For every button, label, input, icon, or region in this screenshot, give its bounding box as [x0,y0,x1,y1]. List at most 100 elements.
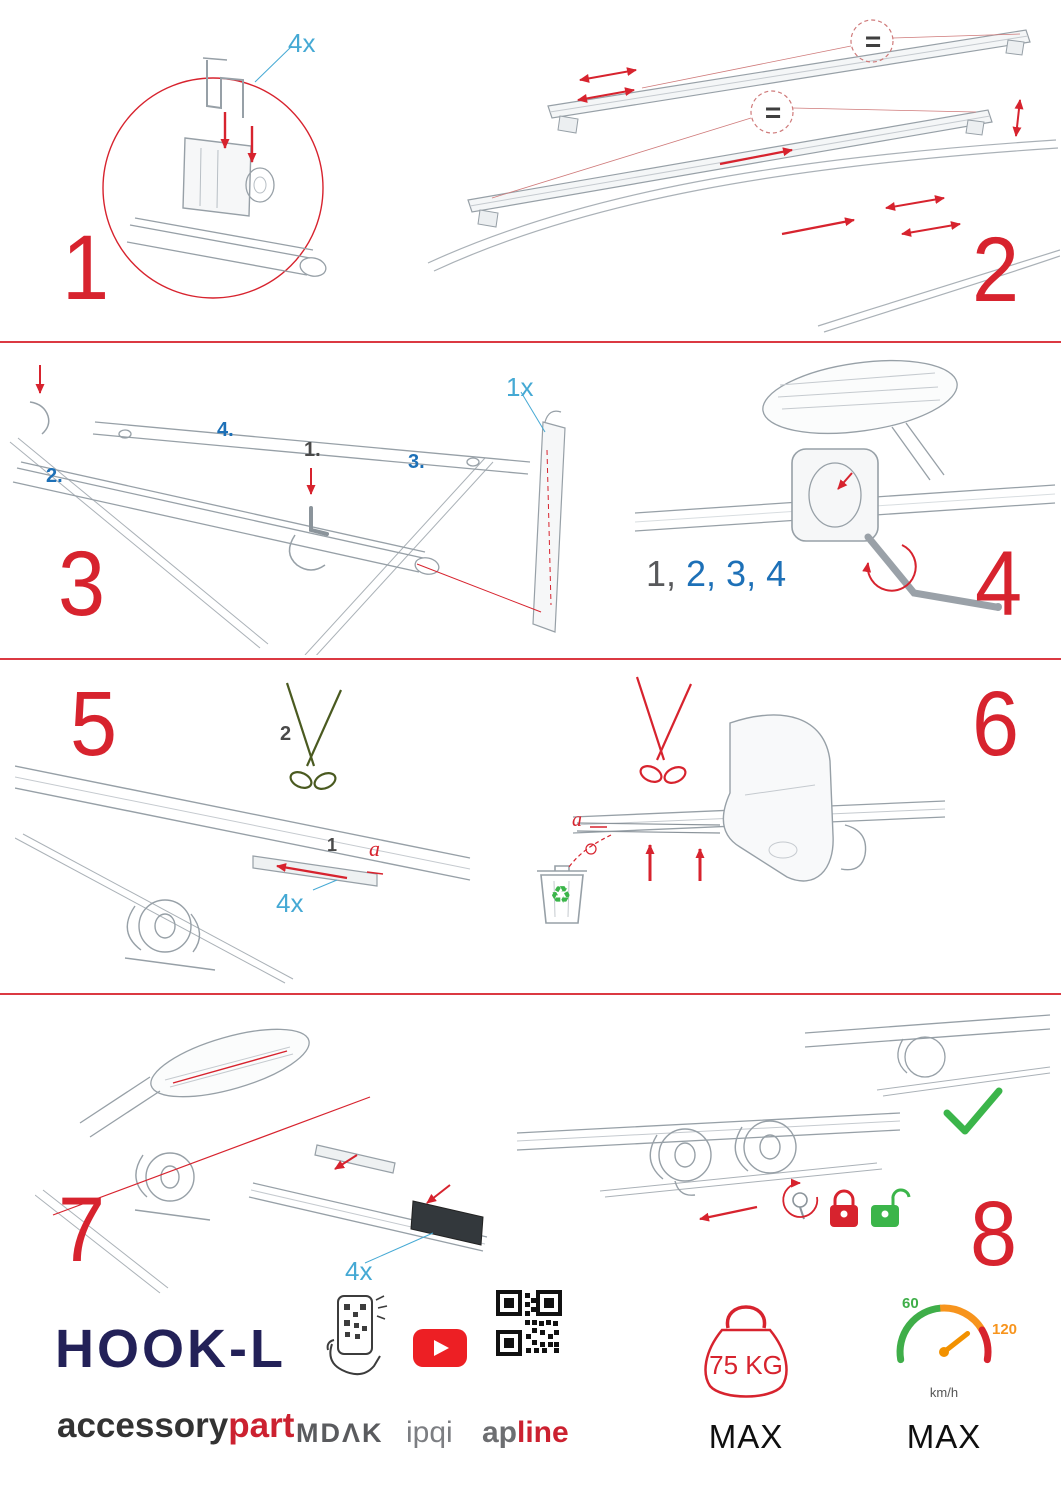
discard-curve [568,834,612,868]
roof-bar-drawing [15,765,471,984]
speed-unit-label: km/h [929,1385,959,1400]
step2-illustration [427,19,1060,333]
key-lock-drawing [782,1178,819,1220]
qr-code [496,1290,562,1356]
allen-key-icon [309,506,329,536]
qty-pointer-line [312,879,338,891]
scissors-icon [285,682,343,790]
step6-strip-ref-label: a [572,809,582,831]
rubber-strip-drawing [252,855,384,887]
step1-number: 1 [62,217,110,319]
logo-mdak: MDΛK [296,1418,384,1448]
step5-cut-order-label: 2 [280,723,292,745]
logo-apline: apline [482,1418,569,1448]
step1-illustration [102,45,327,299]
sequence-done: 1, [646,553,677,594]
step3-substep-4-label: 4. [217,419,234,441]
step3-substep-1-label: 1. [304,439,321,461]
insert-arrows [220,112,257,163]
equal-distance-marks [491,19,1021,199]
phone-qr-scan-icon [326,1295,388,1376]
push-up-arrows [645,844,705,881]
step8-number: 8 [970,1183,1018,1285]
step3-substep-2-label: 2. [46,465,63,487]
step4-number: 4 [975,533,1023,635]
speed-low-label: 60 [902,1295,919,1312]
equal-sign-top: = [864,26,882,57]
speed-limit-icon [896,1304,992,1364]
section-divider-2 [0,658,1061,660]
step5-illustration [15,682,471,984]
crossbars-drawing [12,421,531,575]
step4-sequence: 1,2, 3, 4 [646,556,786,592]
rotate-arrow [862,544,917,592]
hook-piece-drawing [29,401,50,435]
step8-illustration [516,1014,1051,1227]
weight-value: 75 KG [709,1350,783,1380]
step3-number: 3 [58,533,106,635]
main-bar-drawing [516,1112,901,1198]
allen-key-icon [864,533,1002,611]
strip-insert-drawing [248,1144,488,1252]
bar-opening-drawing [79,1028,310,1138]
step6-number: 6 [972,673,1020,775]
logo-apline-suffix: line [517,1416,569,1449]
section-divider-1 [0,341,1061,343]
clamps-drawing [649,1120,797,1196]
bar-end-top-view [762,360,958,481]
step4-illustration [634,360,1056,611]
step3-qty-label: 1x [506,372,534,402]
roof-rails-drawing [427,139,1060,333]
recycle-icon: ♻ [550,882,572,909]
equal-sign-bottom: = [764,97,782,128]
checkmark-icon [943,1087,1003,1135]
step6-illustration [537,676,946,924]
qty-pointer-line [364,1232,434,1264]
scissors-icon [635,676,693,784]
locked-padlock-icon [830,1189,858,1227]
clamp-drawing [124,899,216,971]
step5-number: 5 [70,673,118,775]
installed-bar-mini [804,1014,1051,1097]
clamp-drawing [182,137,275,217]
speed-max-label: MAX [906,1418,982,1455]
step5-strip-ref-label: a [369,836,380,861]
logo-apline-prefix: ap [482,1416,518,1449]
qty-pointer-line [520,391,546,433]
product-name: HOOK-L [55,1319,286,1379]
brand-prefix: accessory [57,1406,229,1445]
red-pointer-line [416,563,542,613]
red-pointer-line [52,1096,371,1216]
slide-arrow [699,1205,758,1222]
crossbars-drawing [467,29,1031,228]
clamp-drawing [134,1152,211,1221]
step3-illustration [9,365,566,655]
step1-qty-label: 4x [288,28,316,58]
step2-number: 2 [972,219,1020,321]
strip-cut-drawing [576,822,721,834]
roof-bar-drawing [126,217,327,277]
step3-substep-3-label: 3. [408,451,425,473]
strap-tool-drawing [532,410,566,633]
weight-max-label: MAX [708,1418,784,1455]
brand-suffix: part [228,1406,295,1445]
hook-bracket-drawing [202,57,244,118]
clamp-drawing [791,448,879,542]
step5-qty-label: 4x [276,888,304,918]
step7-number: 7 [58,1179,106,1281]
trash-bin-icon [537,865,587,924]
foot-bracket-drawing [722,714,867,882]
step5-strip-order-label: 1 [327,835,338,855]
logo-ipqi: ipqi [406,1416,453,1449]
speed-high-label: 120 [992,1321,1018,1338]
weight-limit-icon [704,1305,788,1398]
section-divider-3 [0,993,1061,995]
adjustment-arrows [577,67,1024,237]
step7-illustration [35,1028,488,1294]
roof-rails-drawing [35,1189,169,1294]
unlocked-padlock-icon [871,1188,911,1227]
sequence-todo: 2, 3, 4 [686,553,787,594]
brand-logo: accessorypart [57,1408,294,1443]
qty-pointer-line [254,45,293,83]
